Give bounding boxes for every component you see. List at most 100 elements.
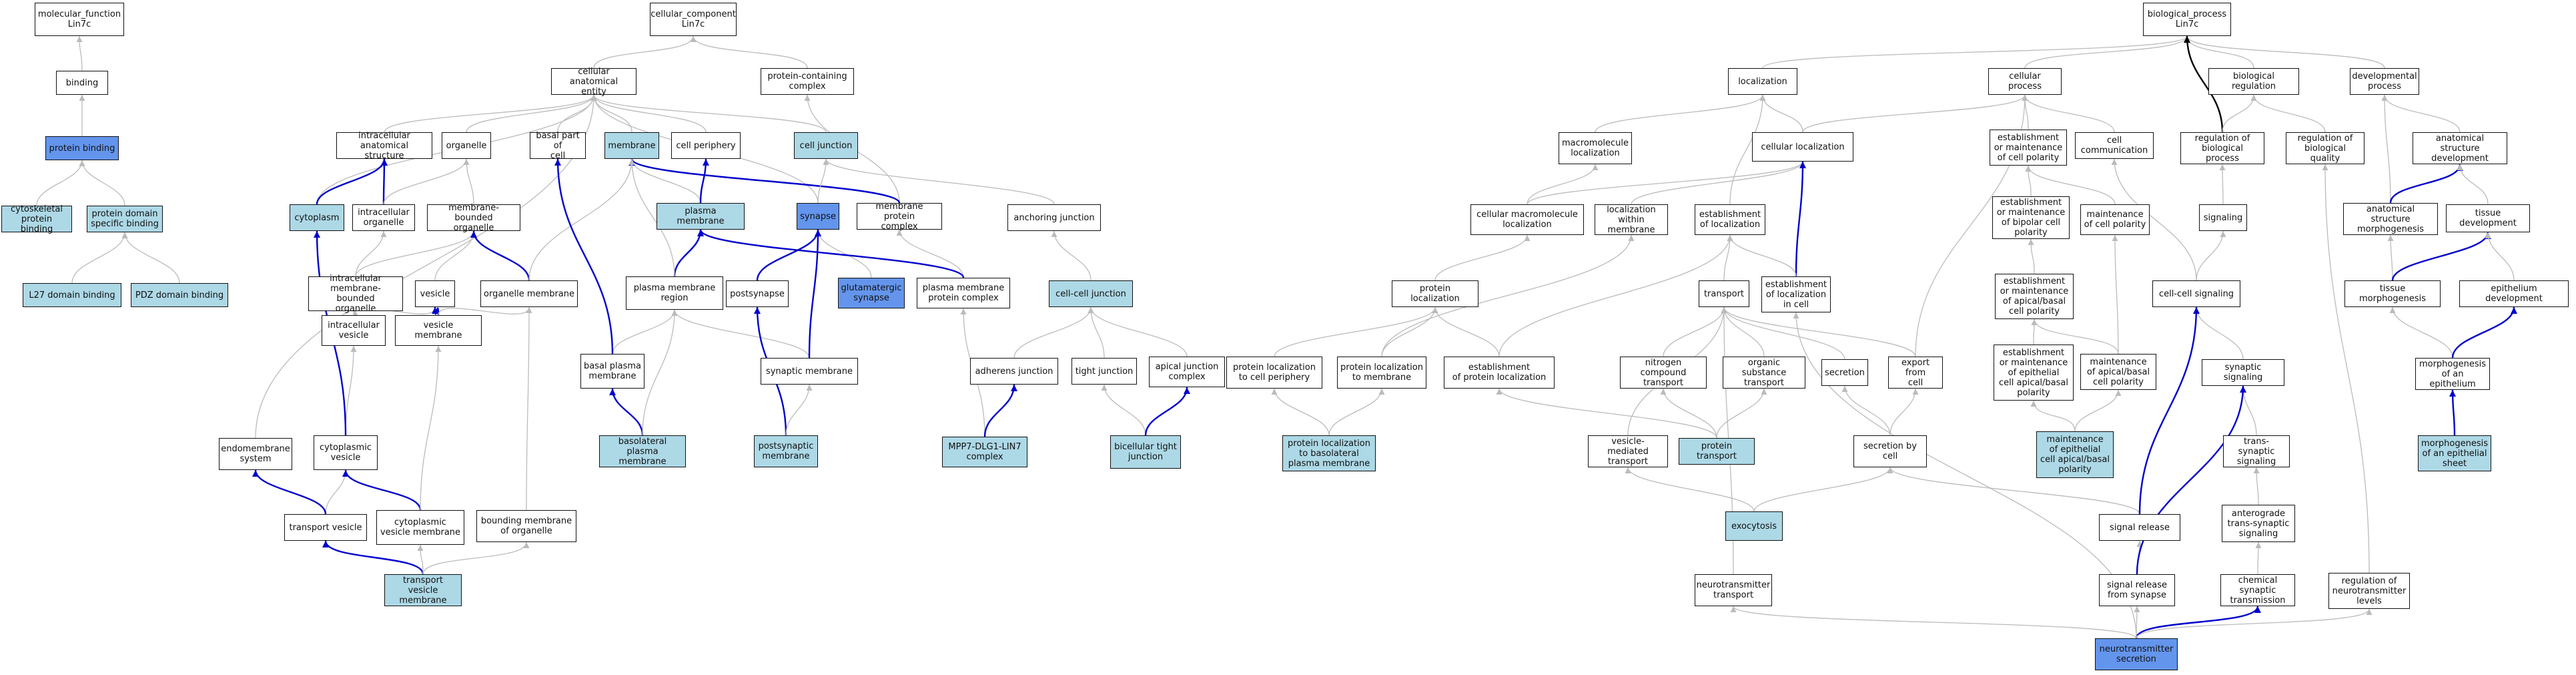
go-term-organelle: organelle	[442, 132, 491, 159]
edge-part-of	[322, 540, 424, 575]
go-term-postsyn-membrane: postsynaptic membrane	[754, 435, 818, 467]
edge-is-a	[2222, 94, 2257, 133]
edge-is-a	[593, 35, 697, 69]
go-term-anchoring-junction: anchoring junction	[1007, 204, 1101, 231]
edge-part-of	[2135, 606, 2261, 639]
go-term-nitrogen-transport: nitrogen compound transport	[1620, 357, 1707, 389]
edge-is-a	[384, 94, 597, 133]
edge-is-a	[2030, 400, 2076, 432]
edge-is-a	[2025, 165, 2116, 205]
go-term-mpp7: MPP7-DLG1-LIN7 complex	[942, 437, 1027, 467]
edge-is-a	[2322, 164, 2370, 574]
edge-part-of	[697, 229, 965, 278]
go-term-synaptic-membrane: synaptic membrane	[761, 358, 858, 385]
edge-is-a	[2240, 385, 2257, 436]
edge-part-of	[2451, 306, 2517, 359]
go-term-intra-vesicle: intracellular vesicle	[322, 315, 386, 346]
go-term-protein-loc: protein localization	[1392, 280, 1478, 307]
go-term-loc-within-mem: localization within membrane	[1595, 204, 1668, 235]
go-term-pm-prot-complex: plasma membrane protein complex	[917, 278, 1010, 308]
go-term-cc-root: cellular_component Lin7c	[650, 3, 737, 36]
go-term-intra-mem-bound-org: intracellular membrane-bounded organelle	[308, 274, 403, 314]
go-term-export-from-cell: export from cell	[1888, 357, 1943, 389]
edge-is-a	[590, 94, 632, 133]
edge-is-a	[1432, 306, 1500, 357]
edge-is-a	[642, 309, 678, 436]
edge-part-of	[2449, 389, 2457, 436]
edge-is-a	[422, 541, 530, 575]
go-term-est-maint-epith: establishment or maintenance of epitheli…	[1994, 345, 2074, 401]
go-term-cell-periphery: cell periphery	[671, 132, 741, 159]
go-term-glut-synapse: glutamatergic synapse	[838, 278, 905, 308]
edge-is-a	[817, 158, 829, 204]
go-term-mf-root: molecular_function Lin7c	[35, 3, 124, 36]
go-term-est-loc-cell: establishment of localization in cell	[1761, 276, 1831, 312]
go-term-basal-part: basal part of cell	[530, 131, 586, 161]
edge-is-a	[1625, 467, 1755, 512]
go-term-cyto-vesicle: cytoplasmic vesicle	[314, 435, 378, 470]
edge-part-of	[756, 229, 821, 281]
edge-is-a	[121, 232, 180, 284]
go-term-secretion: secretion	[1821, 359, 1868, 386]
go-term-cell-cell-sig: cell-cell signaling	[2152, 280, 2240, 307]
edge-is-a	[1498, 234, 1733, 357]
go-term-chem-syn-trans: chemical synaptic transmission	[2220, 574, 2295, 606]
go-term-membrane: membrane	[604, 132, 659, 159]
go-term-signal-release-syn: signal release from synapse	[2099, 574, 2175, 606]
edge-is-a	[71, 232, 128, 284]
go-term-dev-process: developmental process	[2350, 68, 2419, 95]
edge-is-a	[2457, 164, 2489, 205]
edge-is-a	[355, 230, 387, 277]
edge-part-of	[628, 158, 901, 204]
edge-is-a	[417, 544, 424, 575]
edge-part-of	[2389, 164, 2463, 204]
go-term-synaptic-sig: synaptic signaling	[2202, 359, 2284, 386]
go-term-reg-bio-proc: regulation of biological process	[2180, 132, 2264, 164]
edge-is-a	[1729, 94, 1766, 205]
go-term-tissue-morph: tissue morphogenesis	[2344, 280, 2441, 307]
edge-is-a	[2028, 238, 2035, 274]
edge-is-a	[1730, 606, 2137, 639]
edge-is-a	[1716, 388, 1767, 439]
edge-is-a	[590, 94, 827, 133]
edge-part-of	[2391, 232, 2491, 281]
go-term-morph-epith: morphogenesis of an epithelium	[2415, 358, 2490, 390]
go-term-maint-epith-polarity: maintenance of epithelial cell apical/ba…	[2036, 431, 2114, 478]
go-term-signal-release: signal release	[2099, 514, 2180, 541]
go-term-pdz: PDZ domain binding	[131, 283, 228, 307]
go-term-plasma-membrane: plasma membrane	[657, 203, 745, 230]
go-term-adherens-junction: adherens junction	[970, 358, 1058, 385]
edge-is-a	[1759, 94, 1803, 133]
edge-part-of	[252, 469, 327, 515]
edge-is-a	[785, 384, 813, 436]
edge-is-a	[2219, 164, 2226, 205]
go-term-pcc: protein-containing complex	[761, 68, 854, 95]
edge-is-a	[1721, 306, 1765, 357]
go-term-epith-dev: epithelium development	[2459, 280, 2569, 307]
edge-is-a	[355, 230, 477, 277]
edge-is-a	[1088, 306, 1188, 357]
edge-is-a	[1101, 384, 1146, 436]
go-term-est-loc: establishment of localization	[1695, 204, 1765, 235]
edge-part-of	[432, 306, 440, 316]
go-term-cell-comm: cell communication	[2075, 132, 2154, 159]
go-term-bicellular-tj: bicellular tight junction	[1110, 435, 1181, 469]
go-term-intra-anat: intracellular anatomical structure	[336, 131, 432, 161]
edge-is-a	[1753, 467, 1893, 512]
go-term-cellular-process: cellular process	[1988, 68, 2062, 95]
go-term-cytoplasm: cytoplasm	[290, 204, 344, 231]
go-term-cell-cell-junction: cell-cell junction	[1049, 280, 1133, 307]
edge-is-a	[690, 35, 808, 69]
go-term-cell-macro-loc: cellular macromolecule localization	[1470, 204, 1584, 235]
edge-is-a	[2485, 232, 2515, 281]
edge-is-a	[1274, 306, 1438, 357]
go-term-macro-loc: macromolecule localization	[1559, 132, 1632, 164]
edge-part-of	[342, 469, 422, 511]
edge-part-of	[2138, 306, 2200, 515]
edge-is-a	[2389, 306, 2453, 359]
edge-is-a	[345, 345, 357, 436]
edge-is-a	[2250, 94, 2326, 133]
go-term-vesicle-membrane: vesicle membrane	[395, 315, 482, 346]
edge-is-a	[2031, 318, 2119, 355]
edge-is-a	[2022, 94, 2115, 133]
